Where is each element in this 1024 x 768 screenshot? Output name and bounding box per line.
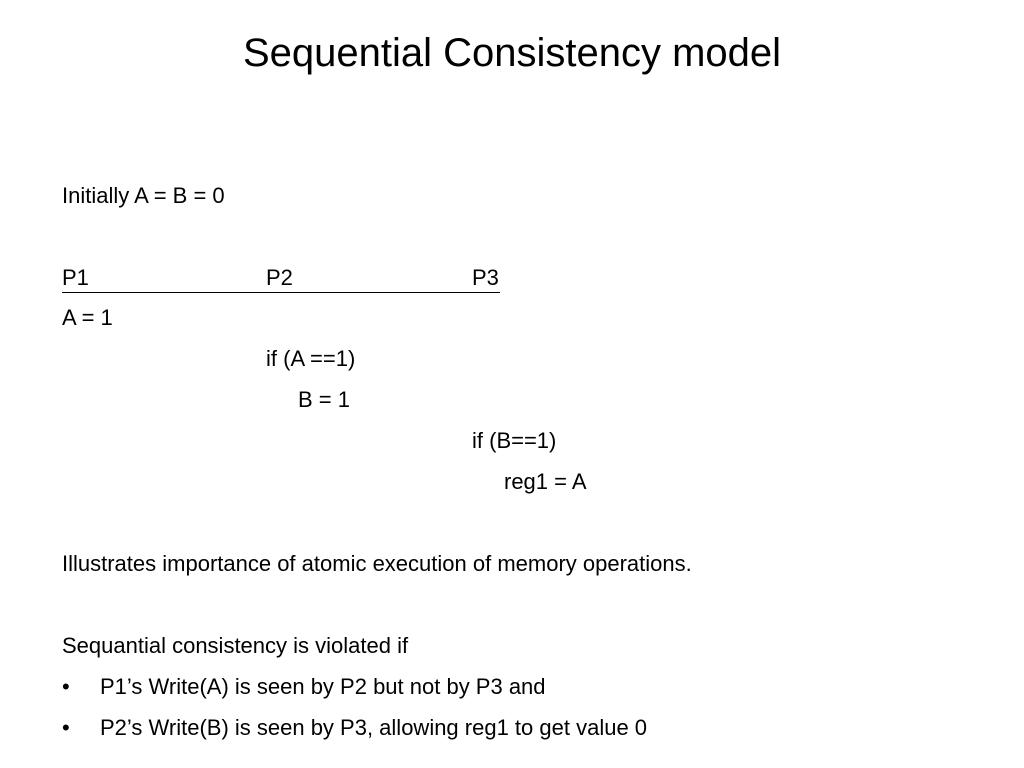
violation-intro: Sequantial consistency is violated if xyxy=(62,633,409,658)
illustrates-text: Illustrates importance of atomic executi… xyxy=(62,551,692,576)
p3-statement: reg1 = A xyxy=(504,469,587,494)
processor-header-row: P1 P2 P3 xyxy=(62,262,500,293)
header-p3: P3 xyxy=(472,265,499,290)
bullet-marker: • xyxy=(62,715,70,740)
p2-condition: if (A ==1) xyxy=(266,346,356,371)
bullet-marker: • xyxy=(62,674,70,699)
p1-statement: A = 1 xyxy=(62,305,113,330)
initial-condition: Initially A = B = 0 xyxy=(62,183,225,208)
header-p2: P2 xyxy=(266,265,293,290)
slide-title: Sequential Consistency model xyxy=(242,31,782,75)
bullet-item: P2’s Write(B) is seen by P3, allowing re… xyxy=(100,715,648,740)
header-p1: P1 xyxy=(62,265,89,290)
p2-statement: B = 1 xyxy=(298,387,350,412)
p3-condition: if (B==1) xyxy=(472,428,557,453)
bullet-item: P1’s Write(A) is seen by P2 but not by P… xyxy=(100,674,546,699)
